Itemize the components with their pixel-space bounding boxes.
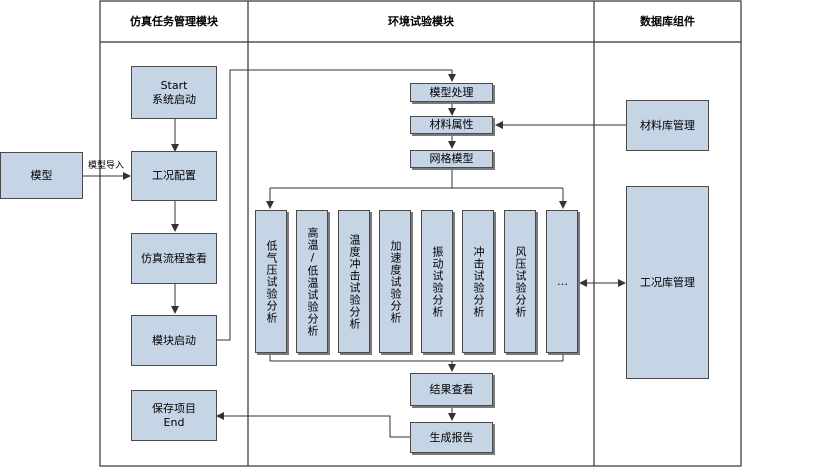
analysis-high-low-temp: 高温/低温试验分析 bbox=[296, 210, 328, 353]
lane-header-task: 仿真任务管理模块 bbox=[130, 15, 218, 28]
start-node: Start 系统启动 bbox=[131, 66, 217, 119]
analysis-acceleration: 加速度试验分析 bbox=[379, 210, 411, 353]
save-project-node: 保存项目 End bbox=[131, 390, 217, 441]
analysis-shock: 冲击试验分析 bbox=[462, 210, 494, 353]
result-view-node: 结果查看 bbox=[410, 373, 493, 406]
report-node: 生成报告 bbox=[410, 422, 493, 453]
module-start-node: 模块启动 bbox=[131, 315, 217, 366]
lane-header-db: 数据库组件 bbox=[640, 15, 695, 28]
condition-library-node: 工况库管理 bbox=[626, 186, 709, 379]
model-import-label: 模型导入 bbox=[88, 161, 125, 171]
analysis-temp-shock: 温度冲击试验分析 bbox=[338, 210, 370, 353]
flow-view-node: 仿真流程查看 bbox=[131, 233, 217, 284]
analysis-wind-pressure: 风压试验分析 bbox=[504, 210, 536, 353]
material-library-node: 材料库管理 bbox=[626, 100, 709, 151]
save-project-cn: 保存项目 bbox=[152, 401, 196, 415]
start-node-cn: 系统启动 bbox=[152, 92, 196, 106]
analysis-low-pressure: 低气压试验分析 bbox=[255, 210, 287, 353]
save-project-en: End bbox=[163, 415, 185, 429]
mesh-model-node: 网格模型 bbox=[410, 150, 493, 168]
lane-header-env: 环境试验模块 bbox=[388, 15, 454, 28]
analysis-more: … bbox=[546, 210, 578, 353]
analysis-vibration: 振动试验分析 bbox=[421, 210, 453, 353]
model-processing-node: 模型处理 bbox=[410, 83, 493, 102]
start-node-en: Start bbox=[160, 78, 188, 92]
model-node: 模型 bbox=[0, 152, 83, 199]
config-node: 工况配置 bbox=[131, 151, 217, 201]
material-property-node: 材料属性 bbox=[410, 116, 493, 134]
